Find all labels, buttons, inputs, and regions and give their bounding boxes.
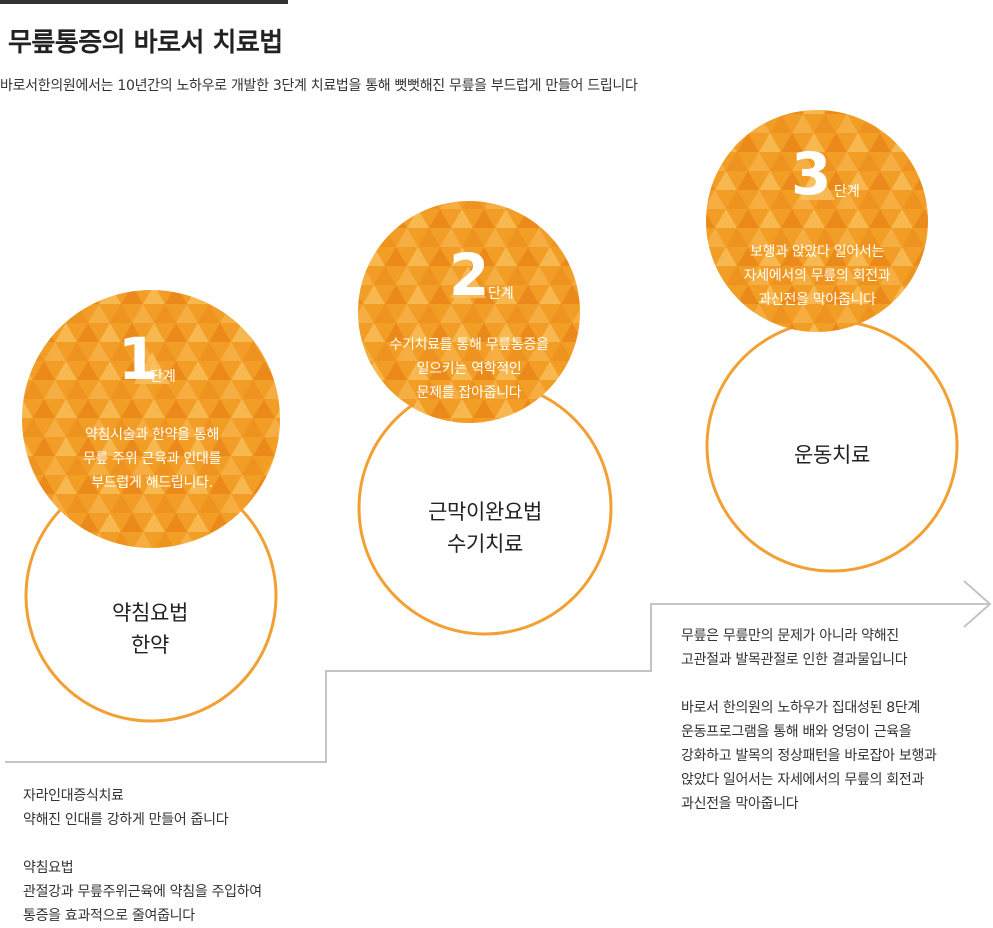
stage-2-unit: 단계 xyxy=(488,286,514,302)
notes-right: 무릎은 무릎만의 문제가 아니라 약해진 고관절과 발목관절로 인한 결과물입니… xyxy=(681,628,937,812)
title-underline xyxy=(0,0,288,4)
stage-1-label: 약침요법 한약 xyxy=(111,601,189,657)
progress-arrow-head xyxy=(963,580,992,628)
stage-3-circle xyxy=(706,110,928,332)
stage-3-number: 3 xyxy=(791,140,832,208)
stage-3-label: 운동치료 xyxy=(793,443,871,467)
notes-left: 자라인대증식치료 약해진 인대를 강하게 만들어 줍니다 약침요법 관절강과 무… xyxy=(23,788,262,924)
stage-2-description: 수기치료를 통해 무릎통증을 일으키는 역학적인 문제를 잡아줍니다 xyxy=(389,337,549,401)
stage-2-label: 근막이완요법 수기치료 xyxy=(427,500,543,556)
page-subtitle: 바로서한의원에서는 10년간의 노하우로 개발한 3단계 치료법을 통해 뻣뻣해… xyxy=(0,78,638,94)
progress-step-line xyxy=(5,603,990,763)
stage-1-unit: 단계 xyxy=(150,369,176,385)
stage-2-number: 2 xyxy=(449,241,490,309)
stage-2-circle xyxy=(358,201,580,423)
stage-3-description: 보행과 앉았다 일어서는 자세에서의 무릎의 회전과 과신전을 막아줍니다 xyxy=(743,244,891,308)
stage-1-number: 1 xyxy=(118,325,159,393)
stage-3-unit: 단계 xyxy=(834,184,860,200)
page-title: 무릎통증의 바로서 치료법 xyxy=(8,28,283,58)
stage-1-circle xyxy=(22,290,280,548)
stage-1-description: 약침시술과 한약을 통해 무릎 주위 근육과 인대를 부드럽게 해드립니다. xyxy=(82,427,222,491)
